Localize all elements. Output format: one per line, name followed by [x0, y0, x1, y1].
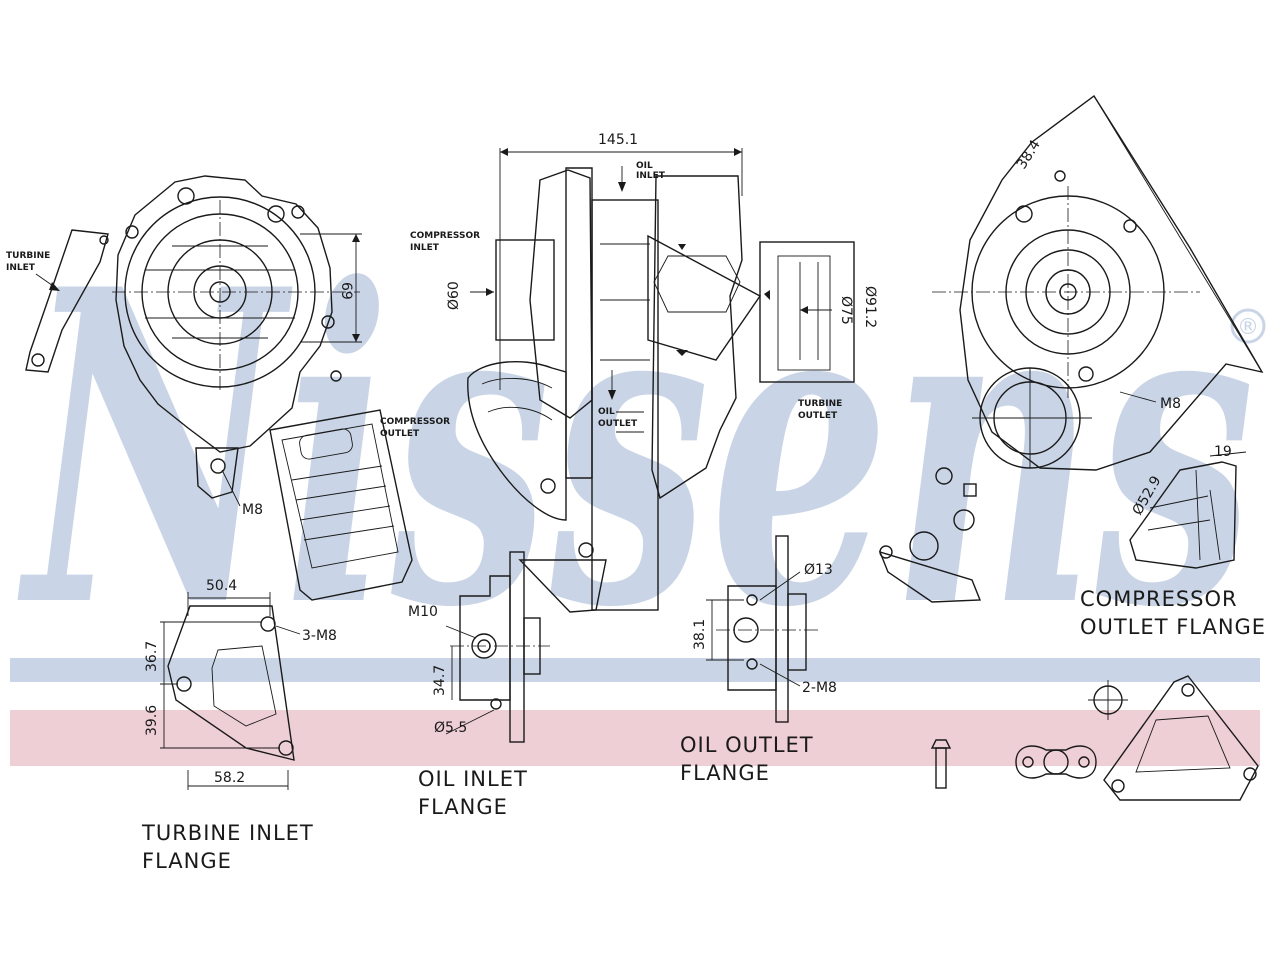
- dim-oil-outlet-dia: Ø13: [804, 562, 833, 578]
- label-oil-outlet-line1: OIL: [598, 407, 615, 417]
- dim-turbine-flange-bottom: 58.2: [214, 770, 245, 786]
- oil-inlet-flange-detail: [445, 551, 550, 743]
- label-turbine-outlet-line1: TURBINE: [798, 399, 842, 409]
- caption-turbine-inlet-flange-line1: TURBINE INLET: [141, 821, 314, 845]
- dim-overall-length: 145.1: [598, 132, 638, 148]
- compressor-side-view: [878, 94, 1264, 603]
- dim-oil-inlet-hole: Ø5.5: [434, 720, 467, 736]
- registered-mark-circle: [1230, 308, 1266, 344]
- dimension-labels: 145.1 69 Ø60 Ø75 Ø91.2 38.4 M8 M8 Ø52.9 …: [144, 132, 1232, 786]
- label-turbine-inlet-line2: INLET: [6, 263, 36, 273]
- dim-turbine-flange-bolts: 3-M8: [302, 628, 337, 644]
- label-compressor-outlet-line1: COMPRESSOR: [380, 417, 450, 427]
- caption-oil-outlet-flange-line1: OIL OUTLET: [680, 733, 814, 757]
- dim-oil-outlet-bolts: 2-M8: [802, 680, 837, 696]
- caption-compressor-outlet-flange-line1: COMPRESSOR: [1080, 587, 1238, 611]
- watermark-stripe-blue: [10, 658, 1260, 682]
- dim-outlet-flange-width: 19: [1214, 444, 1232, 460]
- caption-oil-outlet-flange-line2: FLANGE: [680, 761, 770, 785]
- label-oil-outlet-line2: OUTLET: [598, 419, 638, 429]
- dim-compressor-angle: 38.4: [1014, 137, 1044, 172]
- dim-turbine-outlet-dia: Ø75: [838, 296, 854, 325]
- dim-turbine-flange-top: 50.4: [206, 578, 237, 594]
- caption-oil-inlet-flange-line1: OIL INLET: [418, 767, 528, 791]
- port-labels: TURBINE INLET COMPRESSOR INLET COMPRESSO…: [6, 161, 842, 439]
- dim-m8-turbine: M8: [242, 502, 263, 518]
- caption-compressor-outlet-flange-line2: OUTLET FLANGE: [1080, 615, 1266, 639]
- dim-turbine-height: 69: [338, 282, 354, 300]
- turbine-inlet-flange-detail: [160, 592, 301, 790]
- caption-oil-inlet-flange-line2: FLANGE: [418, 795, 508, 819]
- label-compressor-inlet-line1: COMPRESSOR: [410, 231, 480, 241]
- side-elevation-view: [467, 148, 855, 613]
- oil-outlet-flange-detail: [706, 535, 820, 723]
- registered-mark: ®: [1237, 315, 1259, 340]
- dim-oil-inlet-thread: M10: [408, 604, 438, 620]
- dim-compressor-inlet-dia: Ø60: [446, 281, 462, 310]
- dim-oil-outlet-height: 38.1: [692, 619, 708, 650]
- dim-turbine-outlet-outer-dia: Ø91.2: [862, 286, 878, 328]
- captions: TURBINE INLET FLANGE OIL INLET FLANGE OI…: [141, 587, 1266, 873]
- dim-m8-compressor: M8: [1160, 396, 1181, 412]
- label-oil-inlet-line1: OIL: [636, 161, 653, 171]
- dim-oil-inlet-height: 34.7: [432, 665, 448, 696]
- watermark-stripe-red: [10, 710, 1260, 766]
- dim-turbine-flange-upper-h: 36.7: [144, 641, 160, 672]
- dim-turbine-flange-lower-h: 39.6: [144, 705, 160, 736]
- label-compressor-outlet-line2: OUTLET: [380, 429, 420, 439]
- label-turbine-outlet-line2: OUTLET: [798, 411, 838, 421]
- label-compressor-inlet-line2: INLET: [410, 243, 440, 253]
- compressor-outlet-hardware: [930, 675, 1259, 801]
- caption-turbine-inlet-flange-line2: FLANGE: [142, 849, 232, 873]
- label-turbine-inlet-line1: TURBINE: [6, 251, 50, 261]
- label-oil-inlet-line2: INLET: [636, 171, 666, 181]
- turbine-side-view: [25, 175, 413, 601]
